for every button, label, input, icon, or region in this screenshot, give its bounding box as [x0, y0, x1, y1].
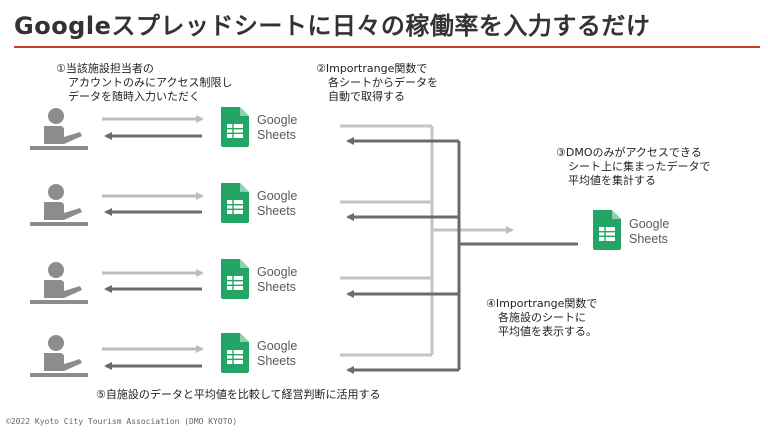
step2-line2: 各シートからデータを: [328, 76, 438, 89]
google-sheets-icon: [220, 106, 250, 148]
title-underline: [14, 46, 760, 48]
slide-title: Googleスプレッドシートに日々の稼働率を入力するだけ: [14, 12, 651, 40]
person-at-desk-icon: [30, 184, 88, 226]
facility-row-2: Google Sheets: [30, 182, 297, 226]
step1-line3: データを随時入力いただく: [68, 90, 200, 103]
step3-line1: ③DMOのみがアクセスできる: [556, 146, 702, 159]
sheets-label-google: Google: [257, 189, 297, 203]
step2-note: ②Importrange関数で 各シートからデータを 自動で取得する: [316, 62, 438, 104]
collect-lines: [340, 124, 514, 357]
google-sheets-icon: [220, 258, 250, 300]
google-sheets-icon: [220, 182, 250, 224]
step3-line3: 平均値を集計する: [568, 174, 656, 187]
distribute-lines: [346, 137, 578, 374]
sheets-label-sheets: Sheets: [629, 232, 668, 246]
facility-row-4: Google Sheets: [30, 332, 297, 377]
person-at-desk-icon: [30, 335, 88, 377]
person-at-desk-icon: [30, 262, 88, 304]
sheets-label-sheets: Sheets: [257, 128, 296, 142]
google-sheets-icon: [220, 332, 250, 374]
sheets-label-google: Google: [629, 217, 669, 231]
sheets-label-google: Google: [257, 339, 297, 353]
person-at-desk-icon: [30, 108, 88, 150]
step2-line3: 自動で取得する: [328, 90, 405, 103]
step4-line2: 各施設のシートに: [498, 311, 586, 324]
copyright-footer: ©2022 Kyoto City Tourism Association (DM…: [6, 417, 238, 426]
sheets-label-sheets: Sheets: [257, 280, 296, 294]
step1-line1: ①当該施設担当者の: [56, 62, 154, 75]
step4-note: ④Importrange関数で 各施設のシートに 平均値を表示する。: [486, 297, 597, 339]
sheets-label-google: Google: [257, 265, 297, 279]
sheets-label-google: Google: [257, 113, 297, 127]
dmo-sheet: Google Sheets: [592, 209, 669, 251]
step3-line2: シート上に集まったデータで: [568, 160, 711, 173]
step1-note: ①当該施設担当者の アカウントのみにアクセス制限し データを随時入力いただく: [56, 62, 232, 104]
step1-line2: アカウントのみにアクセス制限し: [68, 76, 233, 89]
step4-line1: ④Importrange関数で: [486, 297, 598, 310]
step3-note: ③DMOのみがアクセスできる シート上に集まったデータで 平均値を集計する: [556, 146, 711, 188]
step5-line1: ⑤自施設のデータと平均値を比較して経営判断に活用する: [96, 388, 381, 401]
sheets-label-sheets: Sheets: [257, 354, 296, 368]
step5-note: ⑤自施設のデータと平均値を比較して経営判断に活用する: [96, 388, 381, 402]
step4-line3: 平均値を表示する。: [498, 325, 597, 338]
facility-row-1: Google Sheets: [30, 106, 297, 150]
google-sheets-icon: [592, 209, 622, 251]
sheets-label-sheets: Sheets: [257, 204, 296, 218]
facility-row-3: Google Sheets: [30, 258, 297, 304]
step2-line1: ②Importrange関数で: [316, 62, 428, 75]
